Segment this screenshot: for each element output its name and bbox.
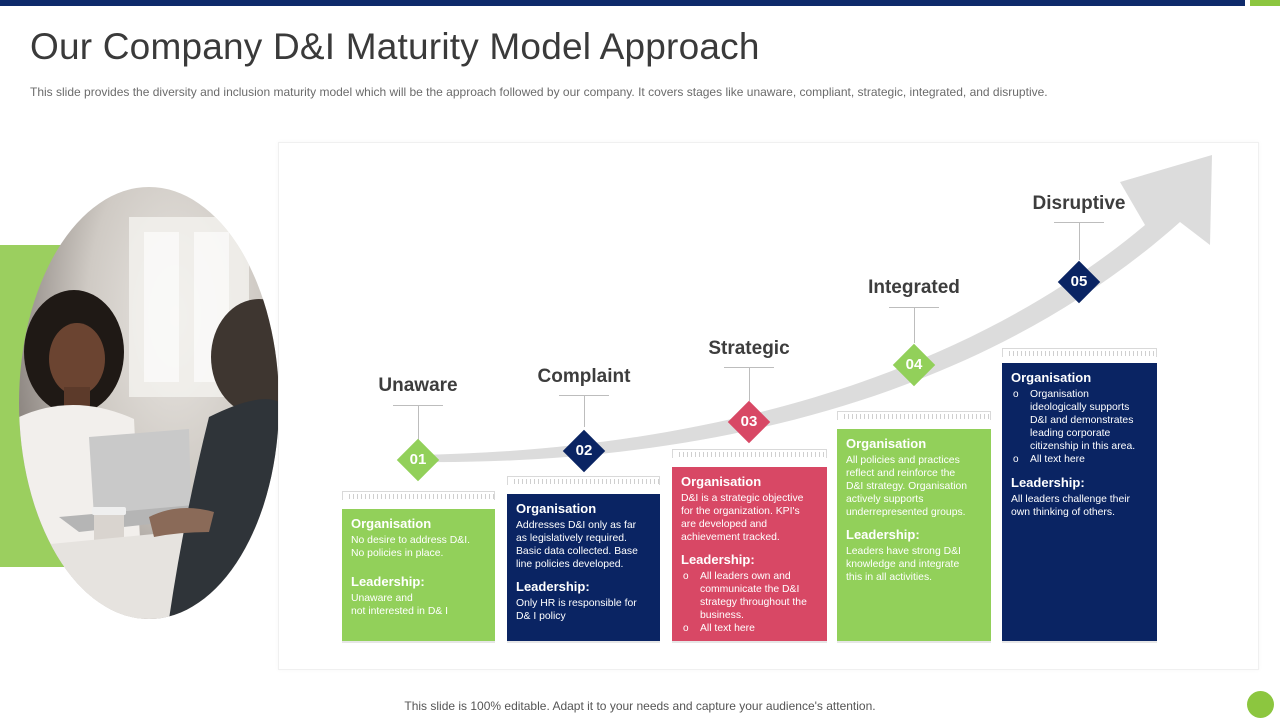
stage-4-connector: [914, 307, 915, 343]
stage-2-ruler: [507, 476, 660, 485]
stage-5-lead-heading: Leadership:: [1011, 475, 1085, 490]
stage-3-org-heading: Organisation: [681, 474, 762, 489]
stage-5-org-heading: Organisation: [1011, 370, 1092, 385]
stage-3-org-line: for the organization. KPI's: [681, 506, 800, 517]
stage-3-ruler: [672, 449, 827, 458]
stage-3-number: 03: [740, 413, 758, 430]
stage-3-connector: [749, 367, 750, 401]
stage-2-connector: [584, 395, 585, 427]
stage-4-org-line: actively supports: [846, 494, 924, 505]
stage-2-org-line: line policies developed.: [516, 559, 624, 570]
stage-5-number: 05: [1070, 273, 1088, 290]
top-accent-bar: [0, 0, 1245, 6]
stage-2-org-line: Basic data collected. Base: [516, 546, 638, 557]
stage-1-lead-line: not interested in D& I: [351, 606, 449, 617]
stage-4-lead-line: Leaders have strong D&I: [846, 546, 961, 557]
stage-4-card: Organisation All policies and practices …: [837, 429, 991, 643]
stage-4-lead-line: this in all activities.: [846, 572, 933, 583]
stage-title-strategic: Strategic: [708, 338, 790, 359]
stage-5-org-bullet: All text here: [1011, 453, 1148, 466]
stage-2-lead-line: Only HR is responsible for: [516, 598, 637, 609]
stage-2-org-heading: Organisation: [516, 501, 597, 516]
stage-1-org-line: No policies in place.: [351, 548, 444, 559]
stage-1-lead-heading: Leadership:: [351, 574, 425, 589]
stage-3-org-line: are developed and: [681, 519, 768, 530]
stage-2-lead-heading: Leadership:: [516, 579, 590, 594]
stage-1-ruler: [342, 491, 495, 500]
top-accent-green: [1250, 0, 1280, 6]
page-title: Our Company D&I Maturity Model Approach: [30, 26, 760, 67]
stage-5-org-bullet: Organisation ideologically supports D&I …: [1011, 388, 1148, 453]
stage-5-card: Organisation Organisation ideologically …: [1002, 363, 1157, 643]
stage-3-lead-bullet: All leaders own and communicate the D&I …: [681, 570, 818, 622]
stage-title-disruptive: Disruptive: [1032, 193, 1126, 214]
stage-1-org-heading: Organisation: [351, 516, 432, 531]
stage-4-number: 04: [905, 356, 923, 373]
stage-title-complaint: Complaint: [537, 366, 631, 387]
stage-3-lead-heading: Leadership:: [681, 552, 755, 567]
stage-1-connector: [418, 405, 419, 440]
stage-3-lead-list: All leaders own and communicate the D&I …: [681, 570, 818, 635]
stage-5-org-list: Organisation ideologically supports D&I …: [1011, 388, 1148, 466]
corner-dot: [1247, 691, 1274, 718]
stage-5-connector: [1079, 222, 1080, 260]
stage-4-lead-heading: Leadership:: [846, 527, 920, 542]
stage-3-lead-bullet: All text here: [681, 622, 818, 635]
stage-1-number: 01: [409, 451, 427, 468]
stage-1-lead-line: Unaware and: [351, 593, 413, 604]
stage-2-card: Organisation Addresses D&I only as far a…: [507, 494, 660, 643]
stage-5-ruler: [1002, 348, 1157, 357]
stage-5-lead-line: own thinking of others.: [1011, 507, 1115, 518]
stage-4-lead-line: knowledge and integrate: [846, 559, 960, 570]
stage-2-number: 02: [575, 442, 593, 459]
stage-title-integrated: Integrated: [868, 277, 960, 298]
stage-3-org-line: D&I is a strategic objective: [681, 493, 804, 504]
stage-3-org-line: achievement tracked.: [681, 532, 780, 543]
stage-4-ruler: [837, 411, 991, 420]
stage-4-org-line: reflect and reinforce the: [846, 468, 956, 479]
footer-note: This slide is 100% editable. Adapt it to…: [0, 699, 1280, 713]
stage-2-org-line: as legislatively required.: [516, 533, 627, 544]
stage-4-org-line: D&I strategy. Organisation: [846, 481, 968, 492]
stage-3-card: Organisation D&I is a strategic objectiv…: [672, 467, 827, 643]
stage-2-lead-line: D& I policy: [516, 611, 566, 622]
page-subtitle: This slide provides the diversity and in…: [30, 85, 1048, 99]
footer-text: This slide is 100% editable. Adapt it to…: [404, 699, 876, 713]
stage-4-org-line: All policies and practices: [846, 455, 960, 466]
stage-4-org-heading: Organisation: [846, 436, 927, 451]
stage-5-lead-line: All leaders challenge their: [1011, 494, 1130, 505]
stage-1-card: Organisation No desire to address D&I. N…: [342, 509, 495, 643]
stage-2-org-line: Addresses D&I only as far: [516, 520, 637, 531]
stage-4-org-line: underrepresented groups.: [846, 507, 966, 518]
stage-title-unaware: Unaware: [378, 375, 458, 396]
stage-1-org-line: No desire to address D&I.: [351, 535, 470, 546]
